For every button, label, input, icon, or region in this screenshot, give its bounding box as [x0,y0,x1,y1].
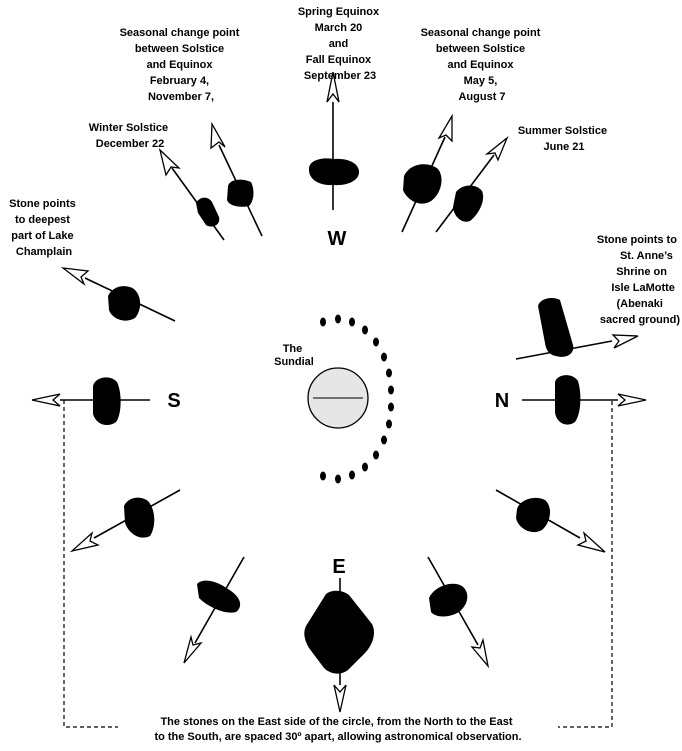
direction-north: N [495,390,509,412]
stone-north [555,375,581,425]
arrow-south [31,393,150,407]
stone-lake-champlain [108,286,141,321]
stone-south [93,377,121,426]
stone-st-anne [538,298,574,357]
stone-southeast-2 [197,580,241,613]
stone-seasonal-left [227,179,254,207]
stone-east [304,590,375,674]
label-seasonal-right: Seasonal change point between Solstice a… [421,27,544,103]
stone-winter-solstice [196,197,220,227]
label-seasonal-left: Seasonal change point between Solstice a… [120,27,243,103]
label-lake-champlain: Stone points to deepest part of Lake Cha… [9,198,79,258]
stone-southeast-1 [124,497,155,538]
stone-northeast-2 [429,583,468,617]
stone-northeast-1 [516,497,551,533]
direction-west: W [328,228,347,250]
footer-backing [118,713,558,746]
label-equinox: Spring Equinox March 20 and Fall Equinox… [298,6,382,82]
stone-summer-solstice [453,185,484,222]
arrow-st-anne [515,334,639,360]
label-sundial: The Sundial [274,343,314,368]
stone-seasonal-right [403,164,442,204]
arrow-north [522,393,647,407]
footer-caption: The stones on the East side of the circl… [154,716,521,743]
label-summer-solstice: Summer Solstice June 21 [518,125,610,153]
sundial-dots [320,314,394,484]
sundial-disc-icon [307,367,369,429]
arrow-west-equinox [326,71,340,210]
direction-south: S [167,390,180,412]
label-st-anne: Stone points to St. Anne’s Shrine on Isl… [597,234,680,326]
label-winter-solstice: Winter Solstice December 22 [89,122,171,150]
stone-west [308,158,360,186]
arrow-northeast-1 [495,489,606,553]
bracket-line [63,400,613,728]
arrow-winter-solstice [158,148,225,241]
direction-east: E [332,556,345,578]
